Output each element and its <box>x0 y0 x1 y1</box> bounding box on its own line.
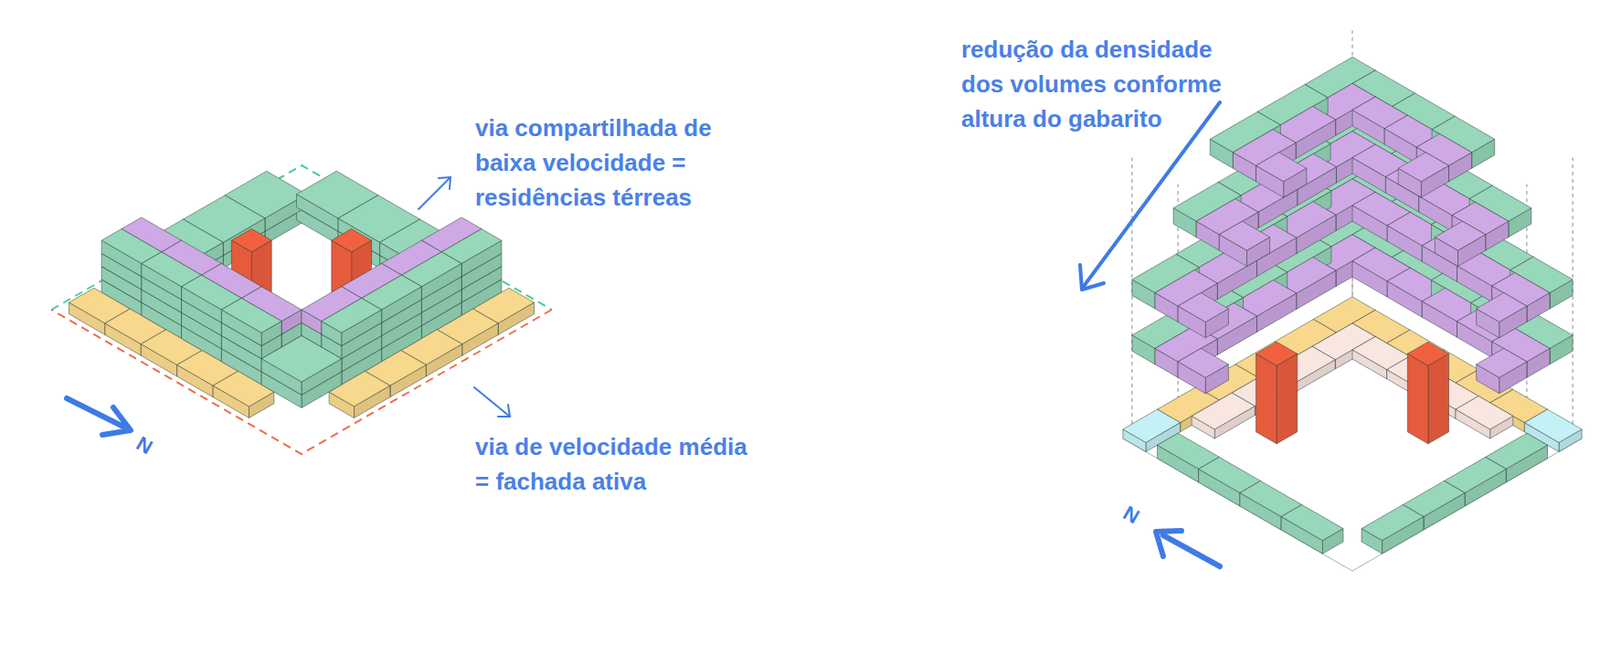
ground-slab <box>1455 396 1514 439</box>
volume-face <box>1398 152 1449 182</box>
north-mark: N <box>132 433 157 460</box>
volume-face <box>1361 505 1424 541</box>
volume-face <box>1218 221 1270 251</box>
north-arrow-head <box>102 407 131 435</box>
density-note: redução da densidade dos volumes conform… <box>961 31 1236 137</box>
floor-block <box>1256 152 1307 198</box>
volume-face <box>1434 221 1485 251</box>
ground-outline <box>1123 306 1582 572</box>
north-arrow <box>1163 535 1220 567</box>
volume-face <box>1256 353 1278 445</box>
arrows <box>66 102 1220 567</box>
pointer-arrow-head <box>498 404 510 417</box>
volume-face <box>231 229 272 253</box>
exploded-volumes <box>1123 56 1582 554</box>
pointer-arrow-head <box>438 177 451 190</box>
volume-face <box>1177 293 1229 323</box>
volume-face <box>221 297 282 333</box>
floor-block <box>1218 221 1270 266</box>
volume-face <box>1281 505 1344 541</box>
volume-face <box>331 229 372 253</box>
ground-slab <box>1191 392 1255 439</box>
floor-block <box>1177 293 1229 339</box>
floor-block <box>1177 348 1229 393</box>
street-note: via de velocidade média = fachada ativa <box>475 429 759 499</box>
north-mark: N <box>1119 502 1144 530</box>
volume-face <box>321 297 382 333</box>
ground-house <box>1361 505 1424 555</box>
volume-face <box>1476 293 1527 323</box>
housing-block <box>261 335 342 395</box>
avenue-edge <box>51 309 551 455</box>
housing-block <box>221 297 282 346</box>
volume-face <box>1256 341 1298 366</box>
floor-block <box>1398 152 1449 198</box>
street-note: via compartilhada de baixa velocidade = … <box>475 110 717 215</box>
pointer-arrow <box>418 177 451 210</box>
housing-block <box>321 297 382 346</box>
volume-face <box>1177 348 1229 378</box>
volume-face <box>1476 348 1527 378</box>
tower <box>1256 341 1298 445</box>
site-outline <box>51 165 1582 572</box>
projection-line <box>1572 158 1574 439</box>
volume-face <box>261 335 342 382</box>
floor-block <box>1476 293 1527 339</box>
volume-face <box>1407 353 1429 445</box>
volume-face <box>1407 341 1449 366</box>
tower <box>1407 341 1449 445</box>
pointer-arrow <box>474 387 510 417</box>
volume-face <box>1428 353 1450 445</box>
height-arrow-head <box>1080 264 1104 290</box>
volume-face <box>1455 396 1514 430</box>
projection-line <box>1131 158 1133 439</box>
block-volumes <box>69 170 535 418</box>
volume-face <box>1256 152 1307 182</box>
floor-block <box>1476 348 1527 393</box>
north-arrow-head <box>1155 530 1182 557</box>
ground-house <box>1281 505 1344 555</box>
volume-face <box>1276 353 1298 445</box>
volume-face <box>1191 392 1255 430</box>
floor-block <box>1434 221 1485 266</box>
